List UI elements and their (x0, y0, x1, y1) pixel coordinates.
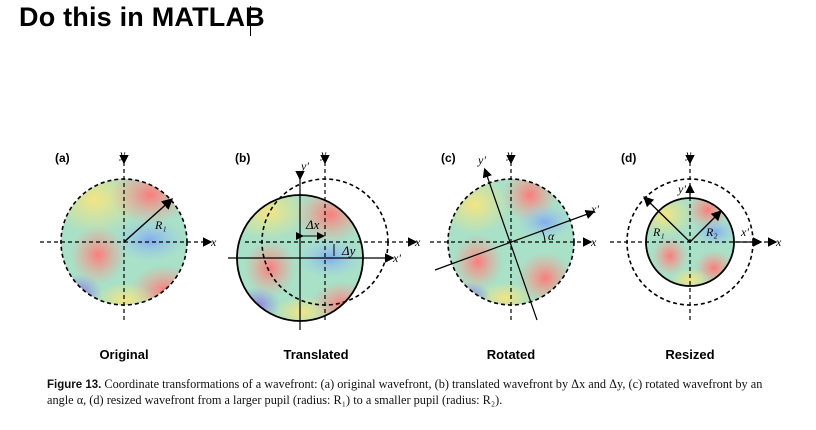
panel-d-r1-label: R₁ (652, 225, 665, 239)
panel-d-yprime-label: y' (677, 182, 686, 196)
panel-d-label: (d) (621, 151, 637, 165)
panel-d-wavefront: R₁ R₂ y y' x x' (610, 147, 782, 322)
panel-b-wavefront: Δx Δy y y' x x' (228, 147, 421, 330)
document-heading: Do this in MATLAB (19, 2, 265, 32)
panel-d-title: Resized (665, 347, 715, 362)
panel-d-y-label: y (685, 147, 692, 161)
panel-a-label: (a) (55, 151, 70, 165)
panel-c-yprime-label: y' (477, 153, 486, 167)
panel-d-x-label: x (775, 235, 782, 249)
panel-c-alpha: α (548, 229, 555, 243)
panel-b-delta-x: Δx (305, 217, 320, 232)
text-cursor (250, 6, 251, 36)
panel-b-x-label: x (414, 235, 421, 249)
panel-d-xprime-label: x' (740, 225, 749, 239)
panel-a-x-label: x (210, 235, 217, 249)
panel-a-title: Original (99, 347, 149, 362)
panel-b-y-label: y (320, 147, 327, 161)
figure-caption: Figure 13. Coordinate transformations of… (47, 377, 787, 408)
panel-a-r1-label: R₁ (154, 218, 167, 232)
panel-b-yprime-label: y' (300, 159, 309, 173)
panel-c-wavefront: α y y' x x' (430, 147, 599, 322)
panel-b-title: Translated (283, 347, 349, 362)
panel-a-wavefront: R₁ y x (40, 147, 217, 322)
panel-c-x-label: x (590, 235, 597, 249)
panel-c-xprime-label: x' (590, 202, 599, 216)
panel-b-xprime-label: x' (392, 251, 401, 265)
panel-a-y-label: y (119, 147, 126, 161)
panel-c-label: (c) (441, 151, 456, 165)
panel-b-delta-y: Δy (341, 243, 356, 258)
figure-caption-label: Figure 13. (47, 379, 102, 391)
panel-c-title: Rotated (486, 347, 536, 362)
figure-caption-text: Coordinate transformations of a wavefron… (47, 377, 763, 407)
panel-d-r2-label: R₂ (705, 225, 718, 239)
panel-b-label: (b) (235, 151, 251, 165)
panel-c-y-label: y (506, 147, 513, 161)
